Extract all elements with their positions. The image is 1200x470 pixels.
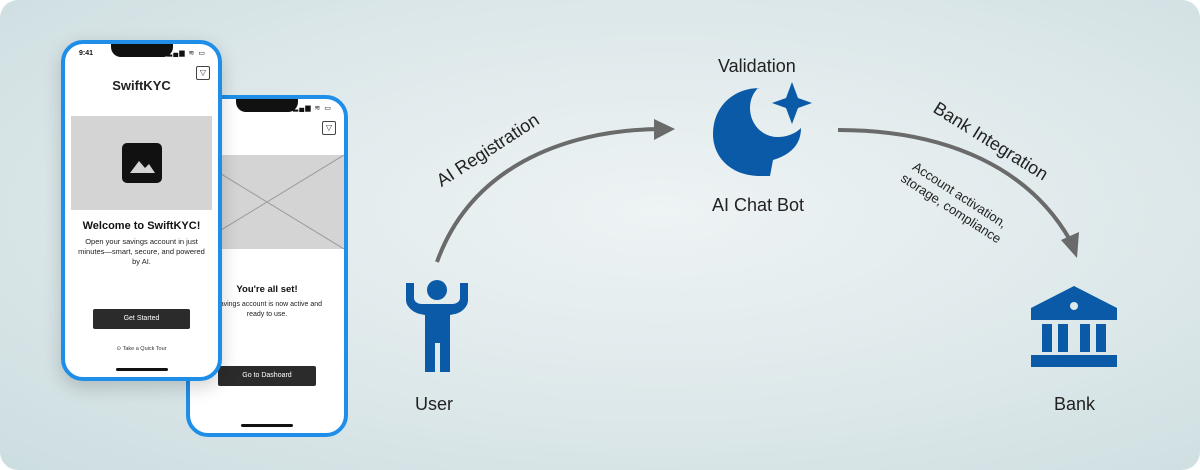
home-indicator (241, 424, 293, 427)
bank-icon (1031, 286, 1117, 367)
phone-success-screen: ▂▄▆ ≋ ▭ ▽ You're all set! r savings acco… (186, 95, 348, 437)
brand-logo: SwiftKYC (112, 78, 171, 93)
status-icons: ▂▄▆ ≋ ▭ (166, 50, 206, 57)
go-to-dashboard-button[interactable]: Go to Dashoard (218, 366, 316, 386)
bank-label: Bank (1054, 394, 1096, 414)
arrowhead-bank-integration (1061, 232, 1079, 258)
play-circle-icon: ⊙ (116, 346, 122, 352)
bank-icon-dot (1070, 302, 1078, 310)
home-indicator (115, 368, 168, 371)
status-time: 9:41 (79, 50, 94, 57)
welcome-title: Welcome to SwiftKYC! (82, 220, 201, 232)
success-body: r savings account is now active and read… (211, 301, 323, 318)
filter-icon[interactable]: ▽ (322, 121, 336, 135)
user-label: User (415, 394, 454, 414)
phone-notch (236, 99, 298, 112)
validation-label: Validation (718, 56, 796, 76)
quick-tour-label: Take a Quick Tour (122, 346, 167, 352)
user-icon (406, 280, 468, 372)
welcome-body: Open your savings account in just minute… (78, 237, 205, 266)
quick-tour-link[interactable]: ⊙ Take a Quick Tour (65, 346, 218, 352)
success-title: You're all set! (236, 284, 298, 295)
image-icon (121, 143, 162, 183)
status-icons: ▂▄▆ ≋ ▭ (292, 105, 332, 112)
ai-chat-bot-label: AI Chat Bot (712, 195, 805, 215)
arrow-bank-integration (837, 128, 1072, 241)
phone-notch (110, 44, 173, 57)
ai-chat-bot-icon (713, 82, 812, 176)
phone-welcome-screen: 9:41 ▂▄▆ ≋ ▭ ▽ SwiftKYC Welcome to Swift… (61, 40, 222, 381)
filter-icon[interactable]: ▽ (196, 66, 210, 80)
get-started-button[interactable]: Get Started (93, 309, 190, 329)
image-placeholder (71, 116, 212, 210)
arrow-ai-registration (435, 127, 661, 263)
arrowhead-ai-registration (654, 119, 675, 140)
